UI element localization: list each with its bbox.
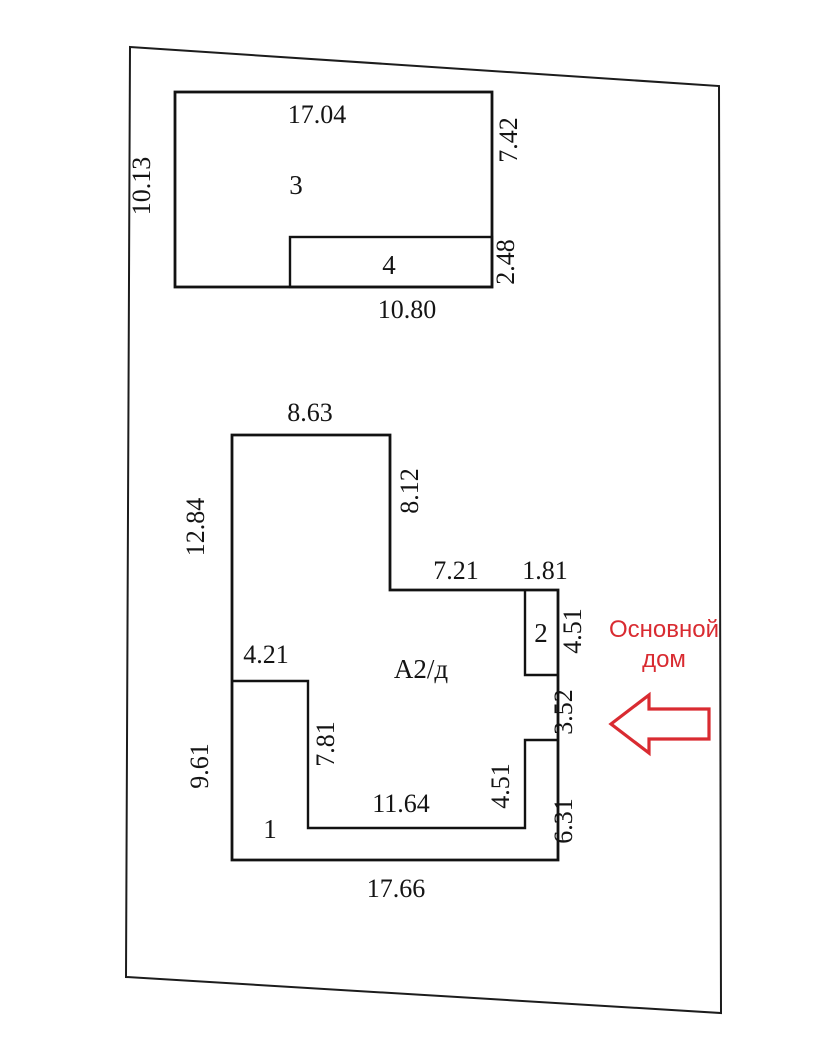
building3-annex-label: 4 [382,250,396,280]
a2-room2-label: 2 [534,618,548,648]
a2-dim-right-upper: 3.52 [549,689,578,735]
building-3-annex-4-outline [288,235,494,289]
a2-dim-left-upper: 12.84 [181,498,210,557]
a2-dim-left-lower: 9.61 [185,743,214,789]
building3-dim-left: 10.13 [127,157,156,216]
building3-room-label: 3 [289,170,303,200]
a2-dim-mid-right: 1.81 [522,556,568,585]
a2-dim-inner-bottom: 11.64 [372,789,430,818]
a2-room1-label: 1 [263,814,277,844]
a2-dim-bottom: 17.66 [367,874,426,903]
a2-dim-room2-right: 4.51 [558,608,587,654]
a2-dim-mid-left: 7.21 [433,556,479,585]
a2-dim-top: 8.63 [287,398,333,427]
building3-dim-annex-right: 2.48 [491,239,520,285]
building3-dim-top: 17.04 [288,100,347,129]
land-plot-boundary [124,45,723,1015]
a2-dim-stem-right: 8.12 [395,468,424,514]
a2-dim-partition-top: 4.21 [243,640,289,669]
a2-dim-partition-right: 7.81 [311,721,340,767]
a2-dim-inner-right: 4.51 [486,763,515,809]
building-a2-outline [230,433,560,862]
building3-dim-right: 7.42 [494,117,523,163]
left-arrow-icon [608,691,711,757]
main-house-annotation-line1: Основной [609,616,719,643]
a2-dim-right-lower: 6.31 [549,798,578,844]
main-house-annotation-line2: дом [642,646,686,673]
a2-building-label: А2/д [394,654,449,684]
building-a2-room1-partition [232,679,558,830]
building3-dim-bottom: 10.80 [378,295,437,324]
building-a2-room2-partition [523,590,558,677]
